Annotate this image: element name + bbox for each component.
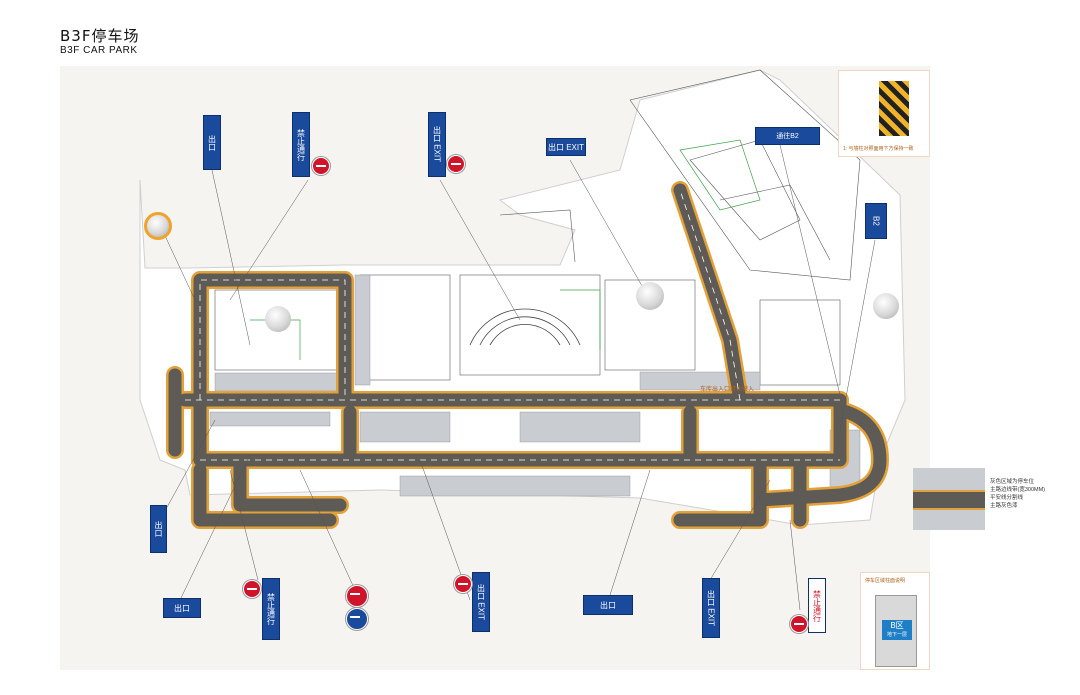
exit-sign-bottom-horizontal: 出口 [583, 595, 633, 615]
exit-bound-label: 出口 EXIT [432, 126, 442, 163]
exit-sign-top-center: 出口 EXIT [428, 112, 446, 177]
bound-b2-sign: 通往B2 [755, 127, 820, 145]
no-pass-sign-bottom: 禁止通行 [262, 578, 280, 640]
no-entry-icon [447, 155, 465, 173]
column-drawing [879, 81, 909, 136]
exit-sign-bottom-center: 出口 EXIT [472, 572, 490, 632]
page-title: B3F停车场 [60, 27, 140, 45]
no-entry-icon [346, 585, 368, 607]
legend-item: 灰色区域为停车位 [990, 479, 1035, 485]
b-zone-title: 停车区域柱面说明 [865, 578, 906, 584]
b-zone-label-main: B区 [890, 621, 904, 630]
exit-sign-top-horizontal: 出口 EXIT [546, 138, 586, 156]
sphere-marker-2 [265, 306, 291, 332]
no-entry-icon [346, 608, 368, 630]
no-pass-sign-top: 禁止通行 [292, 112, 310, 177]
entrance-label: 车库出入口禁止驶入 [700, 387, 755, 393]
b2-sign-right: B2 [865, 203, 887, 239]
b-zone-label-sub: 地下一层 [886, 632, 907, 638]
exit-sign-label: 出口 [207, 134, 217, 151]
page-subtitle: B3F CAR PARK [60, 45, 138, 56]
no-pass-label: 禁止通行 [296, 128, 306, 161]
exit-bound-label: 出口 EXIT [706, 589, 716, 626]
sphere-marker-3 [636, 282, 664, 310]
no-pass-label: 禁止通行 [812, 589, 822, 622]
exit-sign-label: 出口 [154, 521, 163, 537]
legend-swatch [913, 468, 985, 530]
no-pass-sign-right: 禁止通行 [808, 578, 826, 633]
b-zone-label: B区 地下一层 [882, 620, 912, 640]
legend-item: 主路边线带(宽300MM) [990, 487, 1046, 493]
no-pass-label: 禁止通行 [266, 593, 276, 625]
exit-sign-bottom-right: 出口 EXIT [702, 578, 720, 638]
bound-b2-label: 通往B2 [776, 133, 799, 140]
exit-bound-label: 出口 EXIT [476, 583, 486, 620]
exit-sign-label: 出口 [600, 600, 616, 610]
exit-sign-bottom-left: 出口 [163, 598, 201, 618]
legend-item: 主路灰色漆 [990, 503, 1018, 509]
column-note: 1: 与墙柱对照面用下方保持一致 [843, 146, 914, 152]
no-entry-icon [454, 575, 472, 593]
no-entry-icon [243, 580, 261, 598]
no-entry-icon [312, 157, 330, 175]
b-zone-column: B区 地下一层 [875, 595, 917, 667]
no-entry-icon [790, 615, 808, 633]
sphere-marker-4 [873, 293, 899, 319]
exit-sign-label: 出口 [174, 603, 190, 613]
exit-sign-top-left: 出口 [203, 115, 221, 170]
exit-label: 出口 EXIT [547, 142, 584, 152]
exit-sign-left: 出口 [150, 505, 167, 553]
legend-item: 平安线分割线 [990, 495, 1024, 501]
sphere-marker-1 [144, 212, 172, 240]
column-detail-panel: 1: 与墙柱对照面用下方保持一致 [838, 70, 930, 157]
b-zone-panel: 停车区域柱面说明 B区 地下一层 [860, 572, 930, 670]
